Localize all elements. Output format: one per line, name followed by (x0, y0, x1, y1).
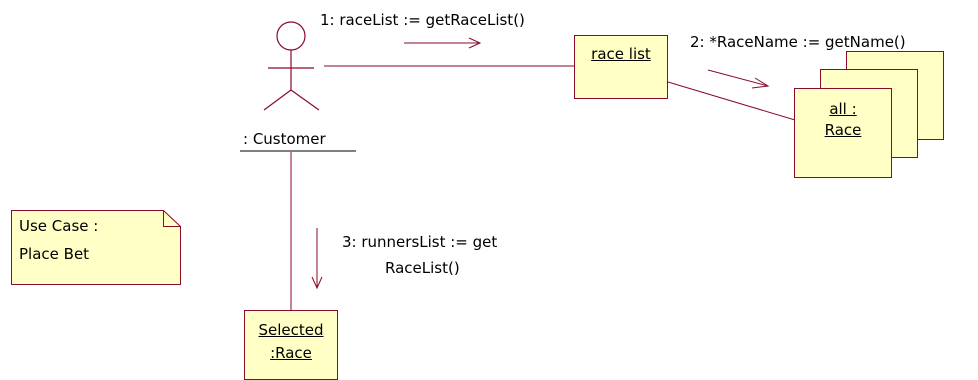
note-line1: Use Case : (19, 217, 99, 235)
actor-figure[interactable] (263, 21, 320, 111)
selected-race-object[interactable]: Selected :Race (244, 310, 338, 380)
selected-race-label-line1: Selected (258, 321, 324, 339)
message-1-label: 1: raceList := getRaceList() (320, 11, 525, 29)
actor-name: : Customer (243, 130, 326, 148)
all-race-multiobject[interactable]: all : Race (794, 88, 892, 178)
actor-right-leg (290, 89, 320, 111)
race-list-label: race list (591, 45, 651, 63)
selected-race-label-line2: :Race (270, 344, 312, 362)
all-race-label-line1: all : (829, 100, 857, 118)
actor-head (276, 21, 306, 51)
arrow-message-1 (404, 37, 482, 49)
use-case-note-shape (11, 210, 181, 285)
message-2-label: 2: *RaceName := getName() (690, 33, 906, 51)
arrow-message-3 (311, 228, 323, 290)
message-3-label-line1: 3: runnersList := get (342, 233, 498, 251)
race-list-object[interactable]: race list (574, 35, 668, 99)
note-line2: Place Bet (19, 245, 90, 263)
all-race-label-line2: Race (824, 121, 862, 139)
actor-left-leg (263, 89, 292, 111)
arrow-message-2 (707, 69, 770, 89)
message-3-label-line2: RaceList() (385, 259, 460, 277)
link-racelist-allrace[interactable] (667, 81, 796, 121)
